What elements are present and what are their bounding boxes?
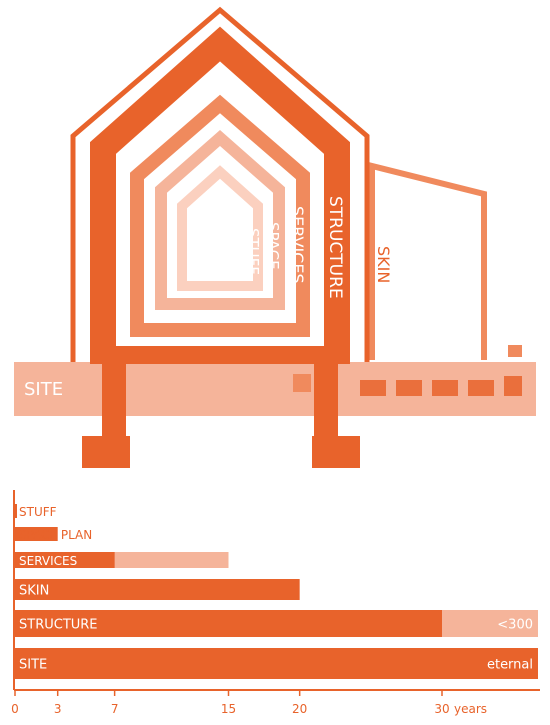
structure-leg-right	[314, 362, 338, 438]
stuff-label: STUFF	[244, 228, 262, 275]
bar	[15, 527, 58, 541]
skin-block	[508, 345, 522, 357]
x-tick-label: 30	[434, 702, 449, 716]
bar	[15, 648, 538, 679]
site-block	[396, 380, 422, 396]
bar-data-label: <300	[497, 618, 533, 633]
structure-crossbeam	[90, 346, 350, 364]
bar	[15, 552, 115, 568]
services-label: SERVICES	[288, 206, 307, 284]
site-block	[504, 376, 522, 396]
house-illustration: SITE SKIN STRUCTURE SERVICES SPACE STUFF	[14, 6, 536, 468]
x-tick-label: 20	[292, 702, 307, 716]
x-tick-label: 3	[54, 702, 62, 716]
structure-frame	[90, 26, 350, 362]
bar	[15, 610, 442, 637]
structure-foot-right	[312, 436, 360, 468]
skin-label: SKIN	[374, 246, 393, 283]
skin-extension-outline	[369, 162, 487, 360]
services-outline	[130, 94, 310, 337]
site-block	[360, 380, 386, 396]
x-unit-label: years	[454, 702, 487, 716]
bar-label: SPACE PLAN	[19, 528, 92, 542]
structure-foot-left	[82, 436, 130, 468]
lifespan-chart: STUFF SPACE PLAN SERVICES SKIN STRUCTURE <300…	[11, 490, 540, 716]
bar-label: SERVICES	[19, 554, 77, 568]
services-block	[293, 374, 311, 392]
stuff-outline	[177, 165, 263, 291]
bar-label: SKIN	[19, 584, 49, 599]
bar	[15, 579, 300, 600]
structure-label: STRUCTURE	[325, 196, 345, 299]
bar-label: SITE	[19, 658, 47, 673]
space-outline	[155, 130, 285, 310]
structure-leg-left	[102, 362, 126, 438]
bar-data-label: eternal	[487, 658, 533, 673]
bar-label: STUFF	[19, 505, 57, 519]
x-tick-label: 15	[221, 702, 236, 716]
space-label: SPACE	[264, 222, 282, 270]
bar-label: STRUCTURE	[19, 618, 98, 633]
x-tick-label: 7	[111, 702, 119, 716]
x-tick-label: 0	[11, 702, 19, 716]
skin-house-outline	[70, 6, 370, 362]
site-block	[468, 380, 494, 396]
bar	[15, 504, 17, 518]
site-block	[432, 380, 458, 396]
site-label: SITE	[24, 379, 63, 400]
